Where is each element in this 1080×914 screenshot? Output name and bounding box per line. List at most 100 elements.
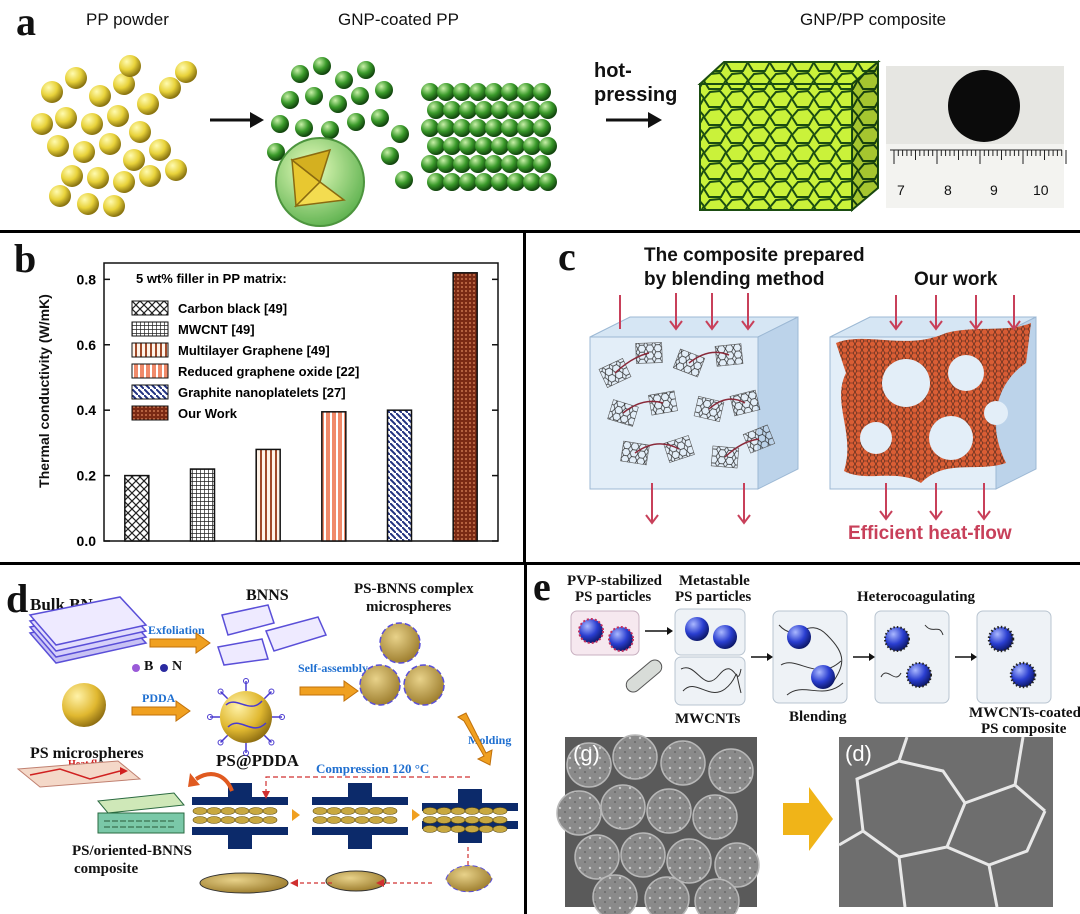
curved-arrow-icon: [194, 772, 234, 792]
ruler-label-10: 10: [1033, 182, 1049, 198]
legend-swatch: [131, 384, 169, 400]
pvp-label-1: PVP-stabilized: [567, 573, 662, 589]
panel-b: b Thermal conductivity (W/mK): [0, 233, 523, 562]
panel-a-graphics: [31, 55, 1067, 227]
complex-microspheres: [359, 622, 445, 706]
divider-vertical-bottom: [524, 562, 527, 914]
divider-horizontal-top: [0, 230, 1080, 233]
ruler-label-9: 9: [990, 182, 998, 198]
exfoliation-label: Exfoliation: [148, 623, 205, 637]
hot-pressing-label-1: hot-: [594, 60, 632, 82]
heat-flow-diagram: [16, 760, 142, 788]
gnp-stack: [421, 83, 557, 191]
composite-cube: [697, 59, 881, 213]
sem-d-label: (d): [845, 741, 872, 766]
legend-b-label: B: [144, 659, 154, 674]
thermal-conductivity-chart: 0.0 0.2 0.4 0.6 0.8 5 wt% filler in PP matri…: [77, 262, 499, 549]
legend-title: 5 wt% filler in PP matrix:: [136, 271, 287, 286]
blending-label: Blending: [789, 709, 847, 725]
gnp-coated-title: GNP-coated PP: [338, 10, 459, 29]
pp-powder-spheres: [31, 55, 197, 217]
bulk-bn-sheets: [28, 596, 148, 664]
self-assembly-arrow-icon: [299, 680, 359, 702]
pressed-pellets: [199, 845, 493, 894]
nitrogen-dot-icon: [160, 664, 168, 672]
composite-title: GNP/PP composite: [800, 10, 947, 29]
legend-entry: MWCNT [49]: [178, 322, 255, 337]
pvp-label-2: PS particles: [575, 589, 652, 605]
legend-entry: Graphite nanoplatelets [27]: [178, 385, 346, 400]
large-arrow-icon: [783, 787, 833, 851]
coated-label-2: PS composite: [981, 721, 1067, 737]
molding-arrow-icon: [457, 712, 493, 766]
heterocoagulating-mixture: [880, 624, 944, 688]
ps-microspheres-label: PS microspheres: [30, 745, 144, 762]
y-tick-label: 0.0: [77, 533, 97, 549]
bnns-label: BNNS: [246, 587, 289, 604]
ps-microsphere: [62, 683, 106, 727]
mwcnt-tangle: [680, 667, 742, 694]
y-tick-label: 0.2: [77, 468, 97, 484]
heterocoagulating-label: Heterocoagulating: [857, 589, 976, 605]
ruler-label-7: 7: [897, 182, 905, 198]
our-work-cube: [829, 316, 1037, 490]
sem-image-d: [838, 736, 1053, 908]
curved-arrow-head-icon: [188, 773, 200, 787]
our-work-title: Our work: [914, 269, 998, 290]
arrow-right-icon: [210, 112, 264, 128]
compression-label: Compression 120 °C: [316, 761, 430, 776]
metastable-label-1: Metastable: [679, 573, 750, 589]
ps-pdda-label: PS@PDDA: [216, 751, 299, 770]
pp-powder-title: PP powder: [86, 10, 169, 29]
bar: [189, 468, 216, 542]
divider-horizontal-mid: [0, 562, 1080, 565]
boron-dot-icon: [132, 664, 140, 672]
pdda-label: PDDA: [142, 691, 176, 705]
panel-c-graphics: [589, 293, 1037, 525]
legend-entry: Our Work: [178, 406, 238, 421]
panel-e-graphics: [556, 608, 1053, 914]
legend-entry: Carbon black [49]: [178, 301, 287, 316]
panel-c: c The composite prepared by blending met…: [526, 233, 1080, 562]
bnns-flakes: [217, 604, 328, 666]
ruler-label-8: 8: [944, 182, 952, 198]
metastable-particles: [685, 617, 737, 649]
legend-entry: Reduced graphene oxide [22]: [178, 364, 359, 379]
blending-cube: [589, 316, 799, 490]
bar: [124, 474, 150, 542]
sem-g-label: (g): [573, 741, 600, 766]
panel-d-graphics: [16, 596, 518, 894]
pdda-arrow-icon: [131, 700, 191, 722]
sem-image-g: [556, 734, 760, 914]
y-tick-label: 0.4: [77, 402, 97, 418]
oriented-composite-block: [97, 792, 185, 834]
heat-flow-caption: Efficient heat-flow: [848, 523, 1012, 544]
bar: [321, 411, 347, 542]
divider-vertical-top: [523, 230, 526, 564]
panel-d: d Bulk BN Exfoliation BNNS PS-BNNS compl…: [0, 565, 524, 914]
exfoliation-arrow-icon: [149, 632, 211, 654]
compression-line: [262, 776, 470, 799]
y-tick-label: 0.8: [77, 271, 97, 287]
complex-label-1: PS-BNNS complex: [354, 581, 474, 597]
coated-label-1: MWCNTs-coated: [969, 705, 1080, 721]
blending-mixture: [778, 624, 844, 696]
legend-swatch: [131, 321, 169, 337]
complex-label-2: microspheres: [366, 599, 452, 615]
pvp-particles: [578, 618, 634, 652]
coated-particles: [987, 625, 1037, 689]
hot-pressing-label-2: pressing: [594, 84, 678, 106]
bar: [255, 448, 281, 542]
self-assembly-label: Self-assembly: [298, 661, 368, 675]
panel-e-label: e: [533, 565, 551, 609]
legend-swatch: [131, 405, 169, 421]
legend-entry: Multilayer Graphene [49]: [178, 343, 330, 358]
metastable-label-2: PS particles: [675, 589, 752, 605]
composite-label-2: composite: [74, 861, 139, 877]
process-arrows: [645, 627, 977, 661]
nanotube-icon: [625, 659, 663, 693]
y-tick-label: 0.6: [77, 337, 97, 353]
panel-b-label: b: [14, 236, 37, 281]
gnp-coated-spheres: [267, 57, 413, 189]
ps-pdda-sphere: [207, 678, 285, 756]
